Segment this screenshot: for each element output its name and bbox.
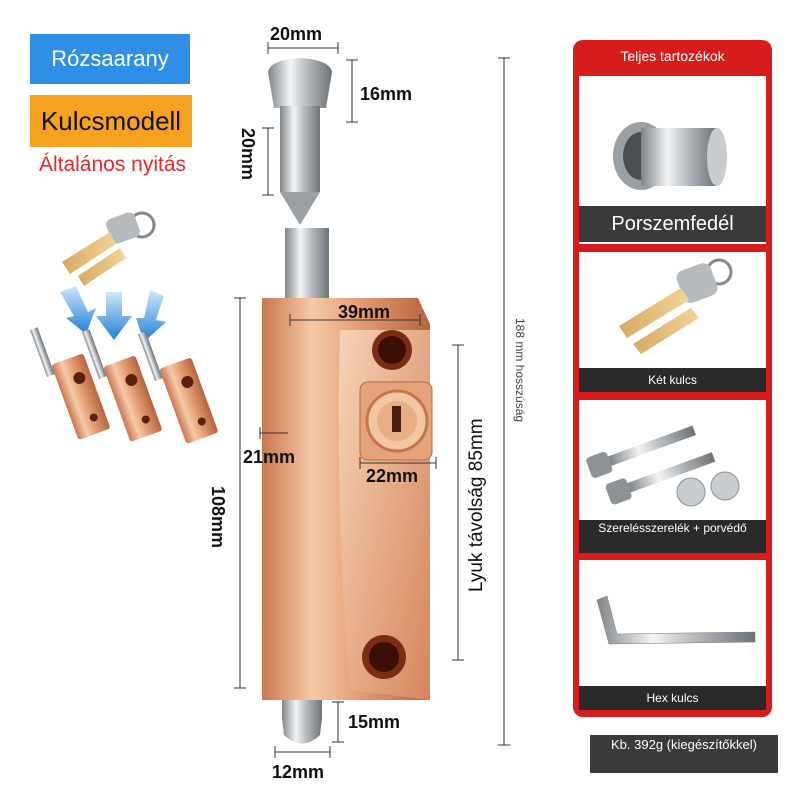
dim-hole-distance: Lyuk távolság 85mm bbox=[466, 418, 487, 592]
color-badge: Rózsaarany bbox=[30, 34, 190, 84]
dim-top-width: 20mm bbox=[270, 24, 323, 44]
accessories-panel: Teljes tartozékok Porszemfedél Két kulcs bbox=[573, 40, 772, 717]
accessory-label: Szerelésszerelék + porvédő bbox=[579, 520, 766, 553]
accessory-screws: Szerelésszerelék + porvédő bbox=[579, 400, 766, 553]
dim-bottom-pin-height: 15mm bbox=[348, 712, 401, 732]
accessory-label: Két kulcs bbox=[579, 368, 766, 392]
dim-body-width: 39mm bbox=[338, 302, 391, 322]
dim-total-length: 188 mm hosszúság bbox=[513, 318, 527, 423]
keys-illustration-icon bbox=[62, 211, 156, 286]
accessories-title: Teljes tartozékok bbox=[620, 48, 725, 64]
accessory-keys: Két kulcs bbox=[579, 252, 766, 392]
small-bolt-icons bbox=[30, 327, 218, 444]
accessory-hex-key: Hex kulcs bbox=[579, 560, 766, 710]
arrow-down-icons bbox=[60, 286, 166, 342]
model-badge: Kulcsmodell bbox=[30, 95, 192, 147]
opening-type-label: Általános nyitás bbox=[38, 153, 187, 176]
weight-label: Kb. 392g (kiegészítőkkel) bbox=[590, 735, 778, 773]
dust-cover-icon bbox=[613, 122, 727, 190]
bolt-bottom-pin-icon bbox=[282, 700, 322, 744]
dim-side-depth: 21mm bbox=[243, 447, 296, 467]
accessory-dust-cover: Porszemfedél bbox=[579, 76, 766, 244]
keys-icon bbox=[619, 258, 733, 354]
accessory-label: Porszemfedél bbox=[579, 206, 766, 242]
hex-key-icon bbox=[596, 595, 756, 645]
dim-pin-length: 20mm bbox=[238, 128, 258, 181]
bolt-body-icon bbox=[262, 298, 433, 700]
bolt-top-knob-icon bbox=[268, 58, 332, 306]
dim-body-height: 108mm bbox=[208, 486, 228, 549]
screws-icon bbox=[586, 425, 740, 507]
dim-cap-height: 16mm bbox=[360, 84, 413, 104]
dimension-lines bbox=[234, 42, 510, 758]
accessory-label: Hex kulcs bbox=[579, 686, 766, 710]
dim-lock-width: 22mm bbox=[366, 466, 419, 486]
dim-bottom-pin-width: 12mm bbox=[272, 762, 325, 782]
